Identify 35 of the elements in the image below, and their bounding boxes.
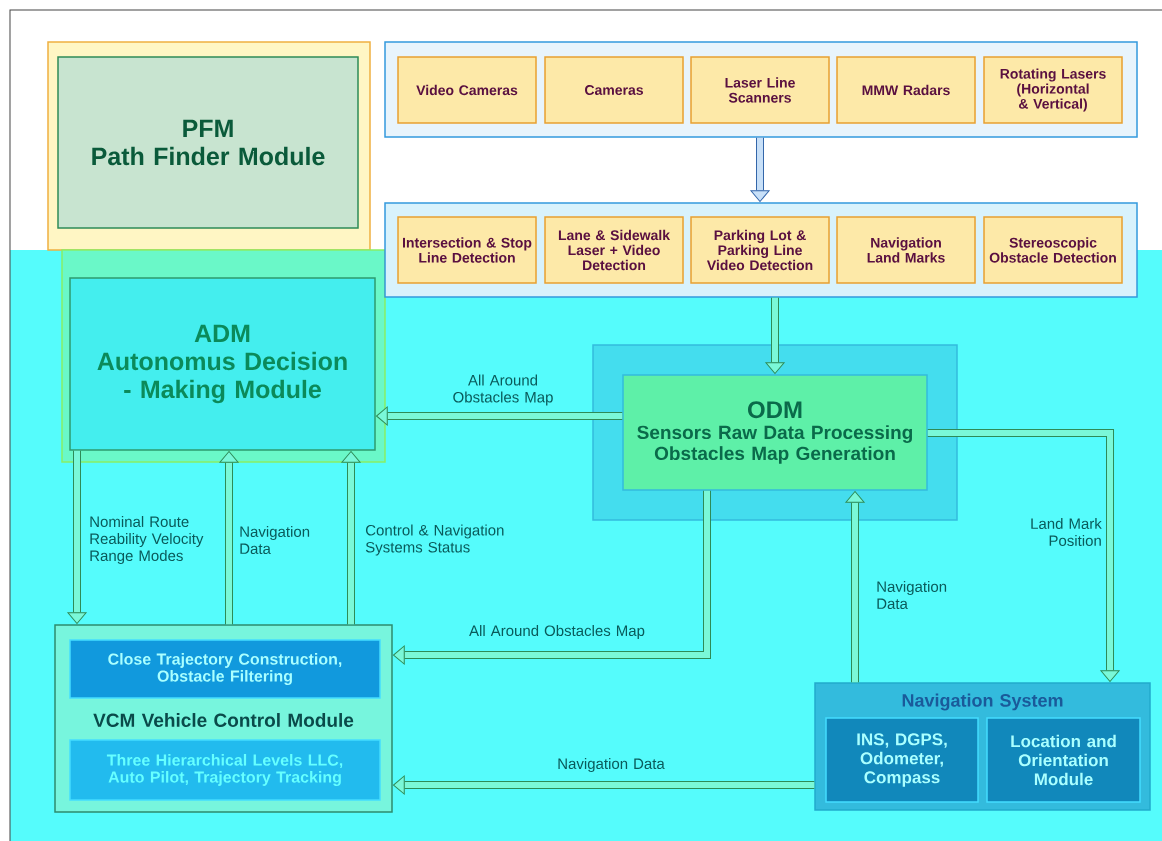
module-box: ADM Autonomus Decision - Making Module xyxy=(69,277,376,451)
edge-label: Navigation Data xyxy=(558,758,665,772)
edge-label: Navigation Data xyxy=(240,526,310,554)
edge-label: All Around Obstacles Map xyxy=(469,625,645,639)
sensor-box: MMW Radars xyxy=(836,56,976,124)
edge-label: All Around Obstacles Map xyxy=(453,374,553,406)
function-box: Three Hierarchical Levels LLC, Auto Pilot, Trajectory Tracking xyxy=(69,739,381,801)
sensor-box: Laser Line Scanners xyxy=(690,56,830,124)
arrow xyxy=(376,406,623,426)
arrow xyxy=(750,137,770,202)
detection-box: Parking Lot & Parking Line Video Detection xyxy=(690,216,830,284)
arrow xyxy=(845,491,865,683)
edge-label: Control & Navigation Systems Status xyxy=(365,524,504,556)
arrow xyxy=(341,451,361,625)
detection-box: Intersection & Stop Line Detection xyxy=(397,216,537,284)
sensor-box: Rotating Lasers (Horizontal & Vertical) xyxy=(983,56,1123,124)
detection-box: Navigation Land Marks xyxy=(836,216,976,284)
arrow xyxy=(393,775,815,795)
function-box: Location and Orientation Module xyxy=(986,717,1141,803)
edge-label: Nominal Route Reability Velocity Range Modes xyxy=(90,516,204,564)
arrow xyxy=(765,297,785,374)
edge-label: Navigation Data xyxy=(877,581,947,609)
arrow xyxy=(393,490,711,665)
function-box: INS, DGPS, Odometer, Compass xyxy=(825,717,979,803)
sensor-box: Cameras xyxy=(544,56,684,124)
function-box: Close Trajectory Construction, Obstacle Filtering xyxy=(69,639,381,699)
arrow xyxy=(219,451,239,625)
arrow xyxy=(67,450,87,624)
module-box: ODM Sensors Raw Data Processing Obstacles Map Generation xyxy=(622,374,928,491)
detection-box: Lane & Sidewalk Laser + Video Detection xyxy=(544,216,684,284)
detection-box: Stereoscopic Obstacle Detection xyxy=(983,216,1123,284)
sensor-box: Video Cameras xyxy=(397,56,537,124)
edge-label: Land Mark Position xyxy=(1031,518,1102,546)
arrow xyxy=(927,429,1120,682)
module-box: PFM Path Finder Module xyxy=(57,56,359,229)
